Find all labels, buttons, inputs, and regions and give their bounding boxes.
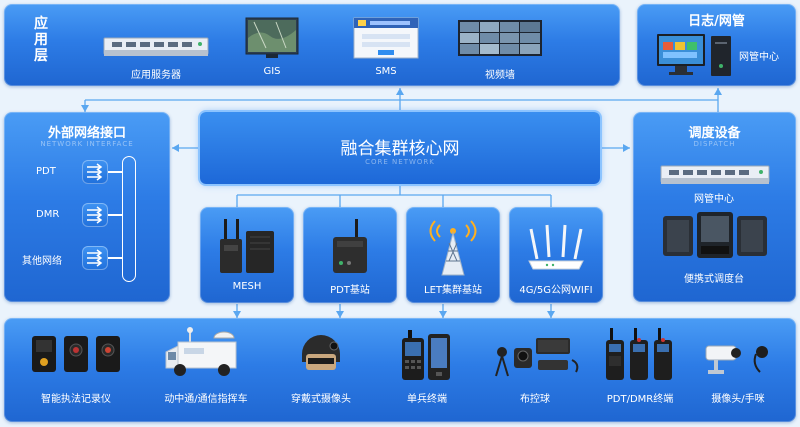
map-icon [245,17,299,58]
switch-icon [82,160,108,184]
interface-link [108,257,122,259]
rack-server-icon [103,37,209,56]
cctv-camera-icon [705,345,768,374]
portable-console-icon [663,212,767,258]
external-panel-title: 外部网络接口 [47,126,126,141]
dispatch-panel-subtitle: DISPATCH [693,140,736,148]
helmet-camera-icon [302,335,340,370]
external-panel-subtitle: NETWORK INTERFACE [40,140,134,148]
terminal-label: 布控球 [520,394,550,405]
base-station-let[interactable]: LET集群基站 [406,207,500,303]
external-item-label: DMR [36,209,60,220]
walkie-talkie-icon [606,328,672,380]
base-station-label: MESH [232,281,262,292]
wifi-router-icon [528,224,584,270]
log-panel: 日志/网管 网管中心 [637,4,796,86]
external-item-label: PDT [36,166,56,177]
external-network-panel: 外部网络接口 NETWORK INTERFACE PDT DMR 其他网络 [4,112,170,302]
terminal-label: PDT/DMR终端 [606,394,674,405]
base-station-label: LET集群基站 [424,285,482,296]
interface-link [108,214,122,216]
app-item-label: 应用服务器 [131,70,181,81]
dispatch-panel-title: 调度设备 [688,126,741,141]
mesh-radio-icon [220,219,274,273]
rack-server-icon [660,165,770,184]
switch-icon [82,246,108,270]
base-station-mesh[interactable]: MESH [200,207,294,303]
dispatch-panel: 调度设备 DISPATCH 网管中心 便携式调度台 [633,112,796,302]
app-item-label: 视频墙 [485,70,515,81]
terminal-label: 智能执法记录仪 [41,394,111,405]
base-station-wifi[interactable]: 4G/5G公网WIFI [509,207,603,303]
interface-link [108,171,122,173]
desktop-computer-icon [657,34,731,76]
base-station-label: PDT基站 [330,285,370,296]
pdt-station-icon [333,219,367,273]
terminal-label: 单兵终端 [407,394,447,405]
bus-bar [122,156,136,282]
sms-window-icon [353,17,419,59]
log-panel-title: 日志/网管 [688,14,745,29]
app-layer-title: 应用层 [34,16,48,64]
app-layer-panel: 应用层 应用服务器 GIS SMS [4,4,620,86]
base-station-pdt[interactable]: PDT基站 [303,207,397,303]
dispatch-item-label: 网管中心 [694,194,734,205]
external-item-label: 其他网络 [22,256,62,267]
body-camera-icon [32,336,120,372]
signal-tower-icon [429,220,477,276]
video-wall-icon [458,20,542,56]
app-item-label: GIS [263,66,281,77]
dome-camera-icon [495,338,579,377]
log-panel-item-label: 网管中心 [739,52,779,63]
core-title: 融合集群核心网 [340,139,460,159]
switch-icon [82,203,108,227]
command-vehicle-icon [165,327,237,376]
core-network-box: 融合集群核心网 CORE NETWORK [200,112,600,184]
terminal-label: 动中通/通信指挥车 [164,394,248,405]
base-station-label: 4G/5G公网WIFI [519,285,593,296]
dispatch-item-label: 便携式调度台 [684,274,744,285]
app-item-label: SMS [375,66,397,77]
terminal-label: 摄像头/手咪 [711,394,765,405]
handheld-terminal-icon [402,330,450,380]
terminal-layer-panel: 智能执法记录仪 动中通/通信指挥车 穿戴式摄像头 单兵终端 [4,318,796,422]
terminal-label: 穿戴式摄像头 [291,394,351,405]
core-subtitle: CORE NETWORK [365,158,435,166]
